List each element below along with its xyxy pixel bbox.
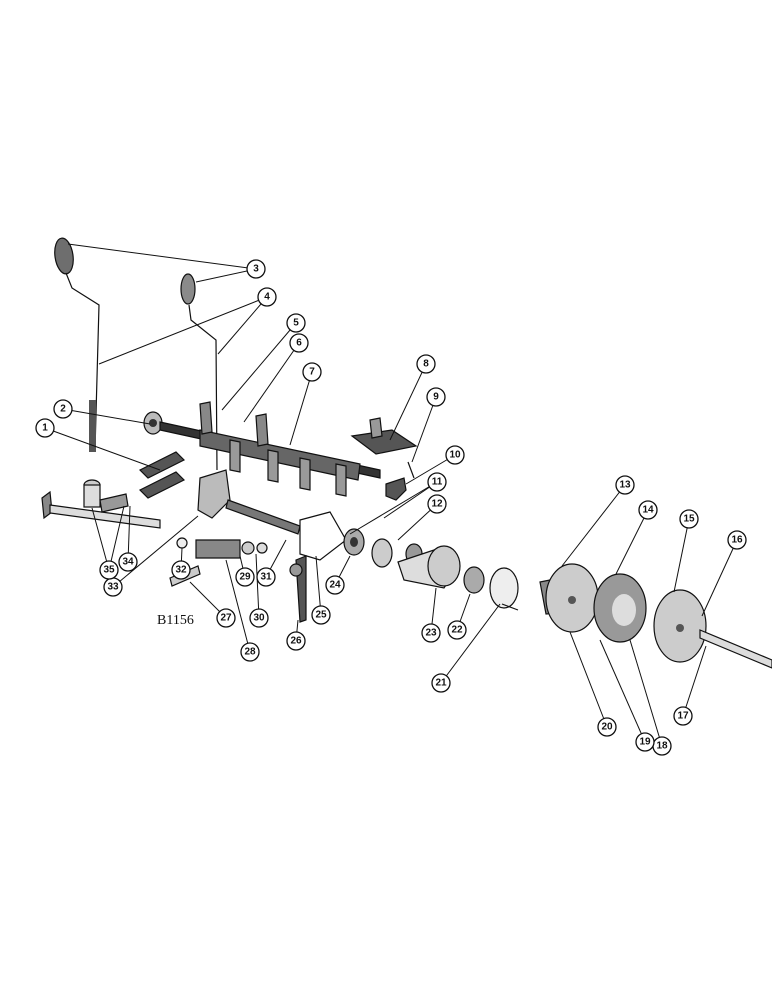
callout-35: 35 bbox=[99, 560, 119, 580]
callout-2: 2 bbox=[53, 399, 73, 419]
callout-16: 16 bbox=[727, 530, 747, 550]
parts-illustration bbox=[41, 237, 772, 669]
callout-34: 34 bbox=[118, 552, 138, 572]
svg-text:32: 32 bbox=[175, 565, 187, 576]
shifter-rail bbox=[143, 401, 381, 497]
callout-20: 20 bbox=[597, 717, 617, 737]
svg-text:13: 13 bbox=[619, 480, 631, 491]
svg-text:24: 24 bbox=[329, 580, 341, 591]
svg-text:21: 21 bbox=[435, 678, 447, 689]
selector-shaft bbox=[41, 479, 161, 529]
callout-6: 6 bbox=[289, 333, 309, 353]
svg-text:8: 8 bbox=[423, 359, 429, 370]
svg-text:9: 9 bbox=[433, 392, 439, 403]
svg-text:14: 14 bbox=[642, 505, 654, 516]
callout-32: 32 bbox=[171, 560, 191, 580]
callout-27: 27 bbox=[216, 608, 236, 628]
interlock-links bbox=[138, 451, 186, 499]
svg-text:3: 3 bbox=[253, 264, 259, 275]
callout-31: 31 bbox=[256, 567, 276, 587]
svg-text:18: 18 bbox=[656, 741, 668, 752]
svg-text:5: 5 bbox=[293, 318, 299, 329]
svg-text:25: 25 bbox=[315, 610, 327, 621]
callout-1: 1 bbox=[35, 418, 55, 438]
callouts: 1 2 3 4 5 6 7 8 9 10 11 12 13 14 15 16 1… bbox=[35, 259, 747, 756]
svg-text:29: 29 bbox=[239, 572, 251, 583]
callout-30: 30 bbox=[249, 608, 269, 628]
svg-text:23: 23 bbox=[425, 628, 437, 639]
callout-28: 28 bbox=[240, 642, 260, 662]
callout-14: 14 bbox=[638, 500, 658, 520]
svg-text:16: 16 bbox=[731, 535, 743, 546]
hub-assembly bbox=[397, 545, 519, 611]
callout-11: 11 bbox=[427, 472, 447, 492]
callout-15: 15 bbox=[679, 509, 699, 529]
svg-text:20: 20 bbox=[601, 722, 613, 733]
figure-code: B1156 bbox=[157, 613, 194, 628]
shift-lever-right bbox=[180, 273, 218, 471]
callout-8: 8 bbox=[416, 354, 436, 374]
svg-text:2: 2 bbox=[60, 404, 66, 415]
shift-fork bbox=[289, 511, 347, 623]
callout-7: 7 bbox=[302, 362, 322, 382]
callout-26: 26 bbox=[286, 631, 306, 651]
svg-text:28: 28 bbox=[244, 647, 256, 658]
svg-text:11: 11 bbox=[432, 477, 443, 488]
leader-lines bbox=[44, 243, 738, 747]
svg-text:35: 35 bbox=[103, 565, 115, 576]
svg-text:15: 15 bbox=[683, 514, 695, 525]
callout-18: 18 bbox=[652, 736, 672, 756]
svg-text:27: 27 bbox=[220, 613, 232, 624]
callout-29: 29 bbox=[235, 567, 255, 587]
svg-text:10: 10 bbox=[449, 450, 461, 461]
callout-21: 21 bbox=[431, 673, 451, 693]
svg-text:26: 26 bbox=[290, 636, 302, 647]
shift-housing bbox=[169, 469, 301, 587]
callout-9: 9 bbox=[426, 387, 446, 407]
callout-19: 19 bbox=[635, 732, 655, 752]
svg-text:34: 34 bbox=[122, 557, 134, 568]
svg-text:1: 1 bbox=[42, 423, 48, 434]
callout-13: 13 bbox=[615, 475, 635, 495]
svg-text:17: 17 bbox=[677, 711, 689, 722]
svg-text:33: 33 bbox=[107, 582, 119, 593]
callout-33: 33 bbox=[103, 577, 123, 597]
lever-arm bbox=[385, 477, 407, 501]
callout-10: 10 bbox=[445, 445, 465, 465]
svg-text:4: 4 bbox=[264, 292, 270, 303]
svg-text:7: 7 bbox=[309, 367, 315, 378]
shift-lever-left bbox=[54, 237, 100, 452]
callout-23: 23 bbox=[421, 623, 441, 643]
callout-4: 4 bbox=[257, 287, 277, 307]
callout-17: 17 bbox=[673, 706, 693, 726]
svg-text:22: 22 bbox=[451, 625, 463, 636]
callout-22: 22 bbox=[447, 620, 467, 640]
callout-3: 3 bbox=[246, 259, 266, 279]
svg-text:12: 12 bbox=[431, 499, 443, 510]
svg-text:19: 19 bbox=[639, 737, 651, 748]
detent-bracket bbox=[350, 417, 418, 479]
svg-text:6: 6 bbox=[296, 338, 302, 349]
callout-12: 12 bbox=[427, 494, 447, 514]
svg-text:30: 30 bbox=[253, 613, 265, 624]
callout-24: 24 bbox=[325, 575, 345, 595]
svg-text:31: 31 bbox=[260, 572, 272, 583]
brake-drum bbox=[539, 563, 772, 669]
callout-5: 5 bbox=[286, 313, 306, 333]
callout-25: 25 bbox=[311, 605, 331, 625]
